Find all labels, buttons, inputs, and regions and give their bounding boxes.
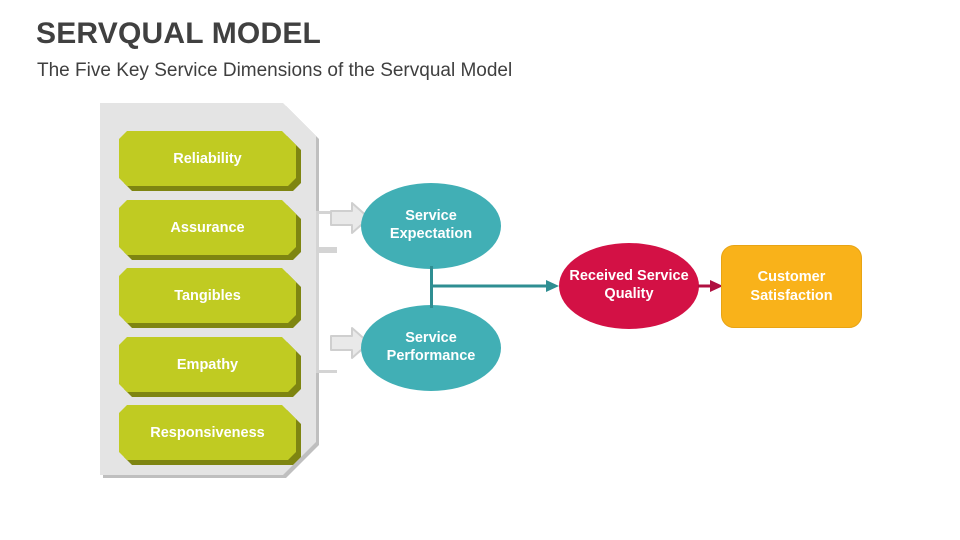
block-arrow-right-icon	[330, 201, 370, 235]
node-customer-satisfaction[interactable]: Customer Satisfaction	[721, 245, 862, 328]
block-arrow-right-icon	[330, 326, 370, 360]
page-subtitle: The Five Key Service Dimensions of the S…	[37, 60, 513, 81]
dimension-box-face	[119, 200, 296, 255]
dimension-label: Assurance	[170, 219, 245, 236]
dimension-label: Responsiveness	[150, 424, 265, 441]
node-service-expectation[interactable]: Service Expectation	[361, 183, 501, 269]
page-title: SERVQUAL MODEL	[36, 17, 322, 50]
dimension-box-face	[119, 131, 296, 186]
bracket-upper	[316, 211, 337, 253]
dimension-label: Reliability	[173, 150, 242, 167]
dimension-box-reliability[interactable]: Reliability	[119, 131, 296, 186]
node-label: Received Service Quality	[569, 268, 689, 302]
dimension-box-assurance[interactable]: Assurance	[119, 200, 296, 255]
dimension-label: Tangibles	[174, 287, 241, 304]
node-service-performance[interactable]: Service Performance	[361, 305, 501, 391]
dimension-box-face	[119, 405, 296, 460]
dimension-box-tangibles[interactable]: Tangibles	[119, 268, 296, 323]
dimension-box-responsiveness[interactable]: Responsiveness	[119, 405, 296, 460]
node-label: Customer Satisfaction	[750, 269, 833, 304]
node-label: Service Expectation	[389, 208, 473, 242]
arrow-to-received-quality	[430, 280, 559, 292]
dimension-box-face	[119, 268, 296, 323]
bracket-lower	[316, 247, 337, 373]
dimension-box-face	[119, 337, 296, 392]
arrow-to-customer-satisfaction	[698, 280, 723, 292]
dimension-label: Empathy	[176, 356, 239, 373]
node-label: Service Performance	[386, 330, 476, 364]
node-received-service-quality[interactable]: Received Service Quality	[559, 243, 699, 329]
dimension-box-empathy[interactable]: Empathy	[119, 337, 296, 392]
